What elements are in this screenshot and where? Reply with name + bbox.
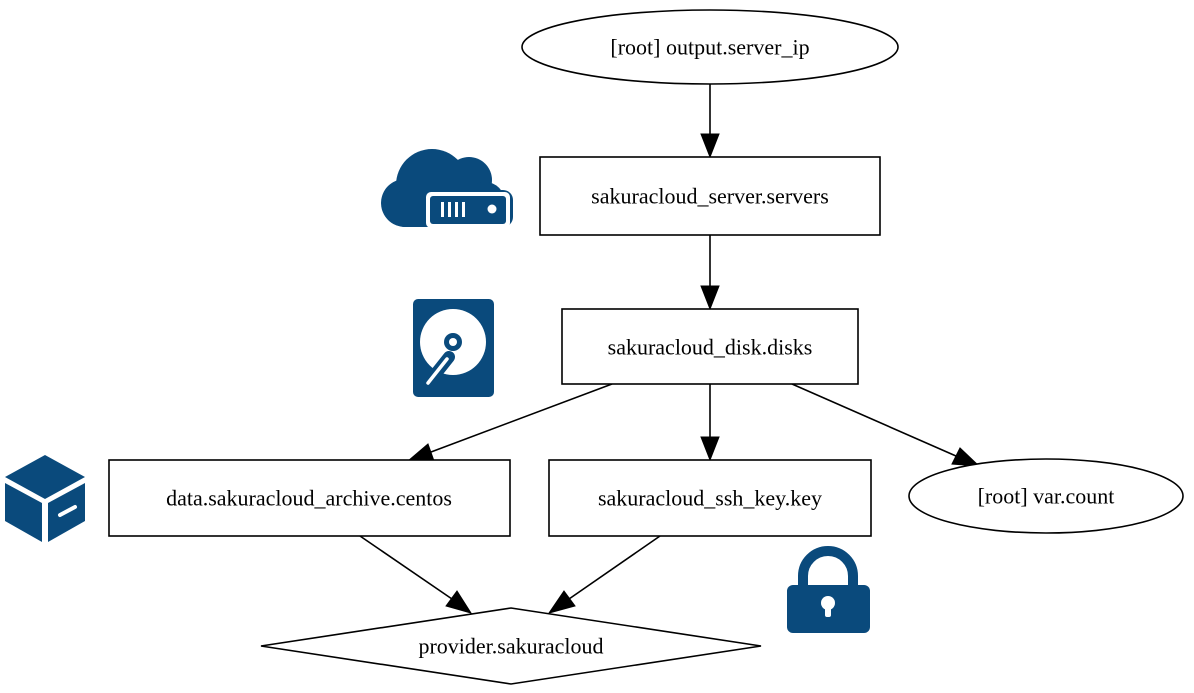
node-var-count: [root] var.count: [908, 458, 1184, 534]
edge-output-to-servers: [700, 84, 720, 159]
node-label: [root] var.count: [978, 484, 1115, 509]
edge-sshkey-to-provider: [547, 535, 661, 614]
node-archive-centos: data.sakuracloud_archive.centos: [108, 459, 511, 537]
node-output-server-ip: [root] output.server_ip: [521, 9, 899, 85]
hard-disk-icon: [413, 299, 494, 397]
node-label: sakuracloud_server.servers: [591, 184, 829, 209]
node-provider: provider.sakuracloud: [260, 607, 762, 685]
node-ssh-key: sakuracloud_ssh_key.key: [548, 459, 872, 537]
graph-edges: [359, 84, 981, 614]
edge-disks-to-varcount: [791, 383, 981, 467]
node-label: sakuracloud_disk.disks: [608, 335, 813, 360]
node-label: sakuracloud_ssh_key.key: [598, 486, 822, 511]
node-disk-disks: sakuracloud_disk.disks: [561, 308, 859, 385]
node-label: data.sakuracloud_archive.centos: [166, 486, 452, 511]
padlock-icon: [787, 546, 870, 633]
node-label: [root] output.server_ip: [610, 35, 809, 60]
node-label: provider.sakuracloud: [418, 634, 603, 659]
edge-archive-to-provider: [359, 535, 473, 614]
edge-servers-to-disks: [700, 235, 720, 311]
edge-disks-to-sshkey: [700, 384, 720, 462]
cloud-server-icon: [381, 149, 513, 228]
node-server-servers: sakuracloud_server.servers: [539, 156, 881, 236]
archive-box-icon: [5, 455, 85, 542]
